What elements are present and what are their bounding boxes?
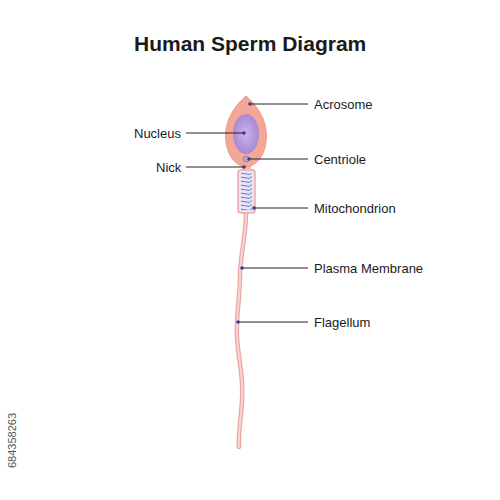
flagellum bbox=[237, 212, 246, 447]
part-label: Centriole bbox=[314, 152, 366, 167]
flagellum-core bbox=[237, 212, 246, 447]
nucleus bbox=[233, 114, 259, 154]
part-label: Nucleus bbox=[134, 126, 181, 141]
leader-lines bbox=[186, 104, 308, 322]
watermark-id: 684358263 bbox=[6, 413, 18, 468]
part-label: Plasma Membrane bbox=[314, 261, 423, 276]
part-label: Mitochondrion bbox=[314, 201, 396, 216]
acrosome-head bbox=[226, 96, 267, 167]
diagram-title: Human Sperm Diagram bbox=[134, 32, 366, 56]
part-label: Acrosome bbox=[314, 97, 373, 112]
part-label: Nick bbox=[156, 160, 181, 175]
midpiece bbox=[238, 170, 255, 213]
leader-dots bbox=[236, 102, 256, 324]
part-label: Flagellum bbox=[314, 315, 370, 330]
mitochondrial-coil bbox=[241, 173, 252, 210]
